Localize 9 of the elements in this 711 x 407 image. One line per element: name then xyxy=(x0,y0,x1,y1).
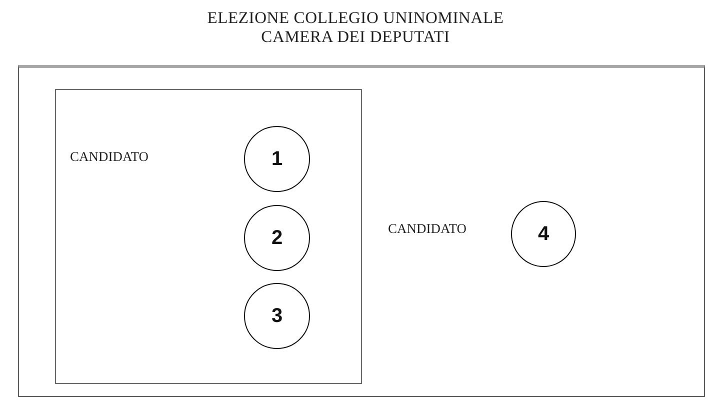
ballot-panel xyxy=(18,65,705,397)
candidate-label: CANDIDATO xyxy=(70,150,149,164)
numbered-circle: 3 xyxy=(244,283,310,349)
ballot-title: ELEZIONE COLLEGIO UNINOMINALE CAMERA DEI DEPUTATI xyxy=(206,8,505,46)
candidate-label: CANDIDATO xyxy=(388,222,467,236)
numbered-circle: 2 xyxy=(244,205,310,271)
candidate-box xyxy=(55,89,362,384)
numbered-circle: 1 xyxy=(244,126,310,192)
numbered-circle: 4 xyxy=(511,201,576,267)
